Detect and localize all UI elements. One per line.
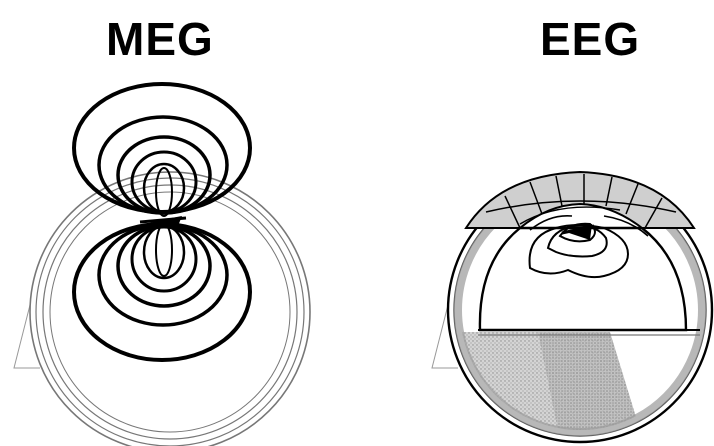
eeg-lower-shading — [455, 332, 705, 442]
eeg-panel — [432, 172, 712, 442]
meg-upper-field-loops — [74, 84, 250, 216]
meg-lower-field-loops — [74, 224, 250, 360]
eeg-brain-cutaway — [480, 228, 686, 330]
meg-panel — [14, 84, 310, 446]
